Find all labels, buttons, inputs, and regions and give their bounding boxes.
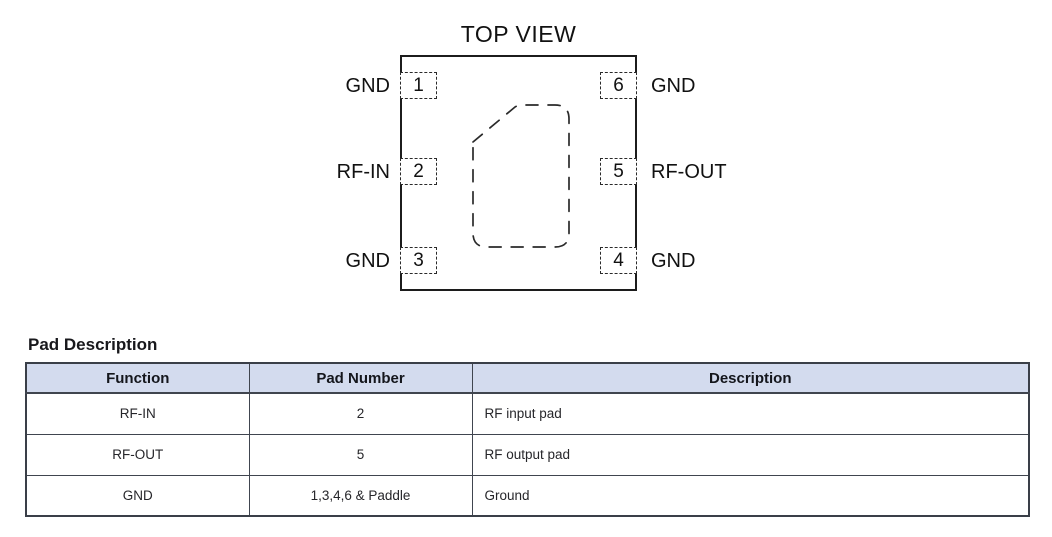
pad-description-table: Function Pad Number Description RF-IN 2 … <box>25 362 1030 517</box>
table-heading: Pad Description <box>28 335 158 354</box>
pin-label-rf-out: RF-OUT <box>651 161 727 183</box>
pad-4: 4 <box>600 247 637 274</box>
pin-label-gnd-1: GND <box>345 75 390 97</box>
cell-description: RF output pad <box>471 433 1030 476</box>
package-outline: 1 2 3 6 5 4 <box>400 55 637 291</box>
cell-pad-number: 1,3,4,6 & Paddle <box>248 474 473 517</box>
diagram-title: TOP VIEW <box>460 21 577 47</box>
pin-label-gnd-6: GND <box>651 75 696 97</box>
cell-function: RF-OUT <box>25 433 250 476</box>
cell-function: GND <box>25 474 250 517</box>
pad-3: 3 <box>400 247 437 274</box>
pad-6-number: 6 <box>613 74 624 96</box>
pad-2: 2 <box>400 158 437 185</box>
table-row: RF-OUT 5 RF output pad <box>25 433 1030 476</box>
column-header-description: Description <box>471 362 1030 394</box>
column-header-function: Function <box>25 362 250 394</box>
pin-label-gnd-4: GND <box>651 250 696 272</box>
pad-3-number: 3 <box>413 249 424 271</box>
pad-5-number: 5 <box>613 160 624 182</box>
table-header-row: Function Pad Number Description <box>25 362 1030 394</box>
pad-6: 6 <box>600 72 637 99</box>
cell-function: RF-IN <box>25 392 250 435</box>
cell-pad-number: 2 <box>248 392 473 435</box>
pad-5: 5 <box>600 158 637 185</box>
exposed-paddle-outline <box>472 104 570 248</box>
cell-description: Ground <box>471 474 1030 517</box>
cell-pad-number: 5 <box>248 433 473 476</box>
cell-description: RF input pad <box>471 392 1030 435</box>
pin-label-gnd-3: GND <box>345 250 390 272</box>
pad-1: 1 <box>400 72 437 99</box>
pad-4-number: 4 <box>613 249 624 271</box>
pad-2-number: 2 <box>413 160 424 182</box>
pin-label-rf-in: RF-IN <box>336 161 390 183</box>
pad-1-number: 1 <box>413 74 424 96</box>
column-header-pad-number: Pad Number <box>248 362 473 394</box>
table-row: GND 1,3,4,6 & Paddle Ground <box>25 474 1030 517</box>
table-row: RF-IN 2 RF input pad <box>25 392 1030 435</box>
